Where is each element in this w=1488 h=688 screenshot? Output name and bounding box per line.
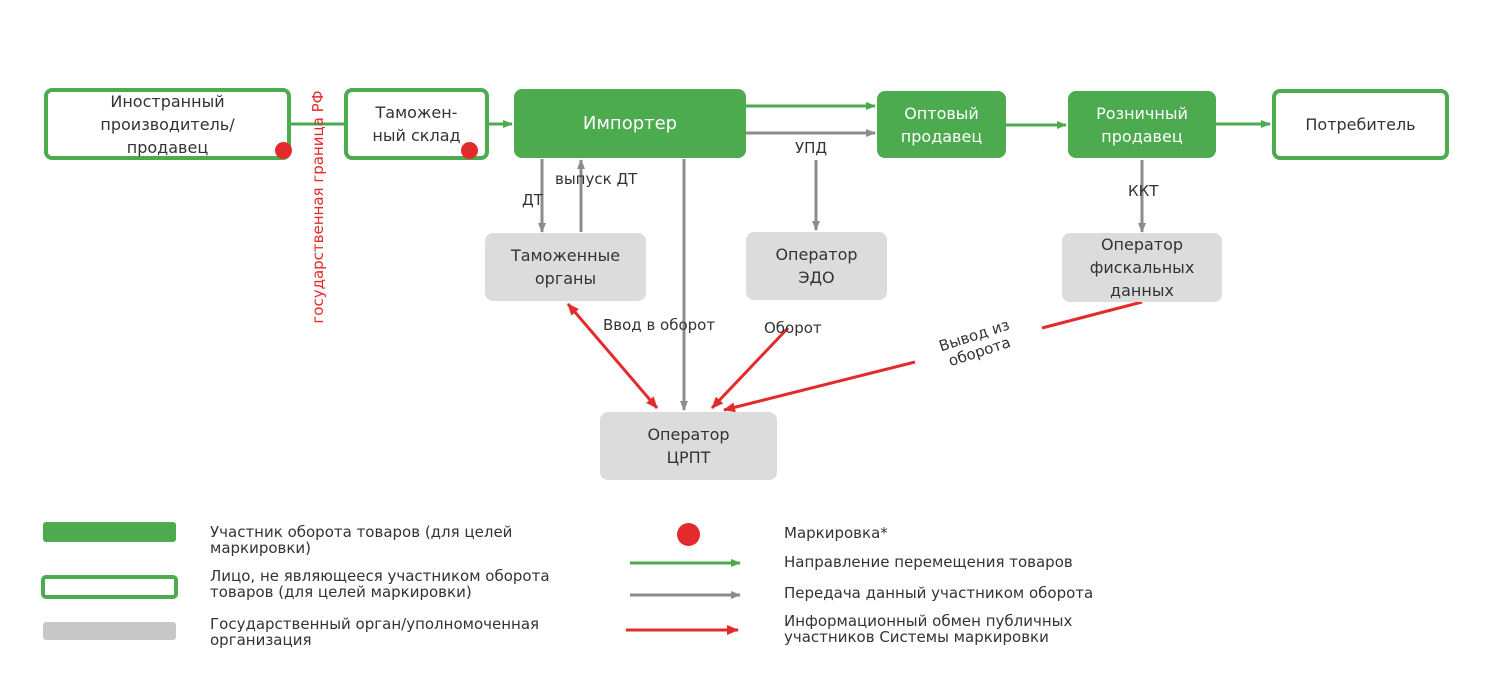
node-consumer: Потребитель bbox=[1272, 89, 1449, 160]
node-edo-operator: Оператор ЭДО bbox=[746, 232, 887, 300]
legend-info-exchange-text: Информационный обмен публичных участнико… bbox=[784, 612, 1073, 646]
legend-data-transfer-text: Передача данный участником оборота bbox=[784, 584, 1094, 602]
node-wholesaler: Оптовый продавец bbox=[877, 91, 1006, 158]
legend-non-participant-text: Лицо, не являющееся участником оборота т… bbox=[210, 567, 550, 601]
label-circulation: Оборот bbox=[764, 319, 822, 337]
label-kkt: ККТ bbox=[1128, 182, 1159, 200]
legend-swatch-authority bbox=[43, 622, 176, 640]
state-border-text: государственная граница РФ bbox=[309, 90, 327, 324]
label-upd: УПД bbox=[795, 139, 828, 157]
legend-authority-text: Государственный орган/уполномоченная орг… bbox=[210, 615, 540, 649]
info-fiscal-crpt-a bbox=[1041, 300, 1143, 330]
node-importer: Импортер bbox=[514, 89, 746, 158]
node-customs-warehouse: Таможен- ный склад bbox=[344, 88, 489, 160]
node-retailer: Розничный продавец bbox=[1068, 91, 1216, 158]
marking-dot-warehouse bbox=[461, 142, 478, 159]
marking-dot-producer bbox=[275, 142, 292, 159]
node-fiscal-operator: Оператор фискальных данных bbox=[1062, 233, 1222, 302]
legend-participant-text: Участник оборота товаров (для целей марк… bbox=[210, 523, 513, 557]
info-fiscal-crpt-b bbox=[723, 360, 916, 413]
legend-marking-text: Маркировка* bbox=[784, 524, 888, 542]
legend-swatch-participant bbox=[43, 522, 176, 542]
legend-goods-flow-text: Направление перемещения товаров bbox=[784, 553, 1073, 571]
node-customs-authorities: Таможенные органы bbox=[485, 233, 646, 301]
node-crpt-operator: Оператор ЦРПТ bbox=[600, 412, 777, 480]
label-dt-release: выпуск ДТ bbox=[555, 170, 638, 188]
info-customs-crpt bbox=[566, 303, 659, 409]
legend-swatch-non-participant bbox=[41, 575, 178, 599]
info-edo-crpt bbox=[710, 326, 790, 410]
legend-marking-dot bbox=[677, 523, 700, 546]
node-foreign-producer: Иностранный производитель/ продавец bbox=[44, 88, 291, 160]
label-put-into-circulation: Ввод в оборот bbox=[603, 316, 716, 334]
label-dt: ДТ bbox=[522, 191, 543, 209]
